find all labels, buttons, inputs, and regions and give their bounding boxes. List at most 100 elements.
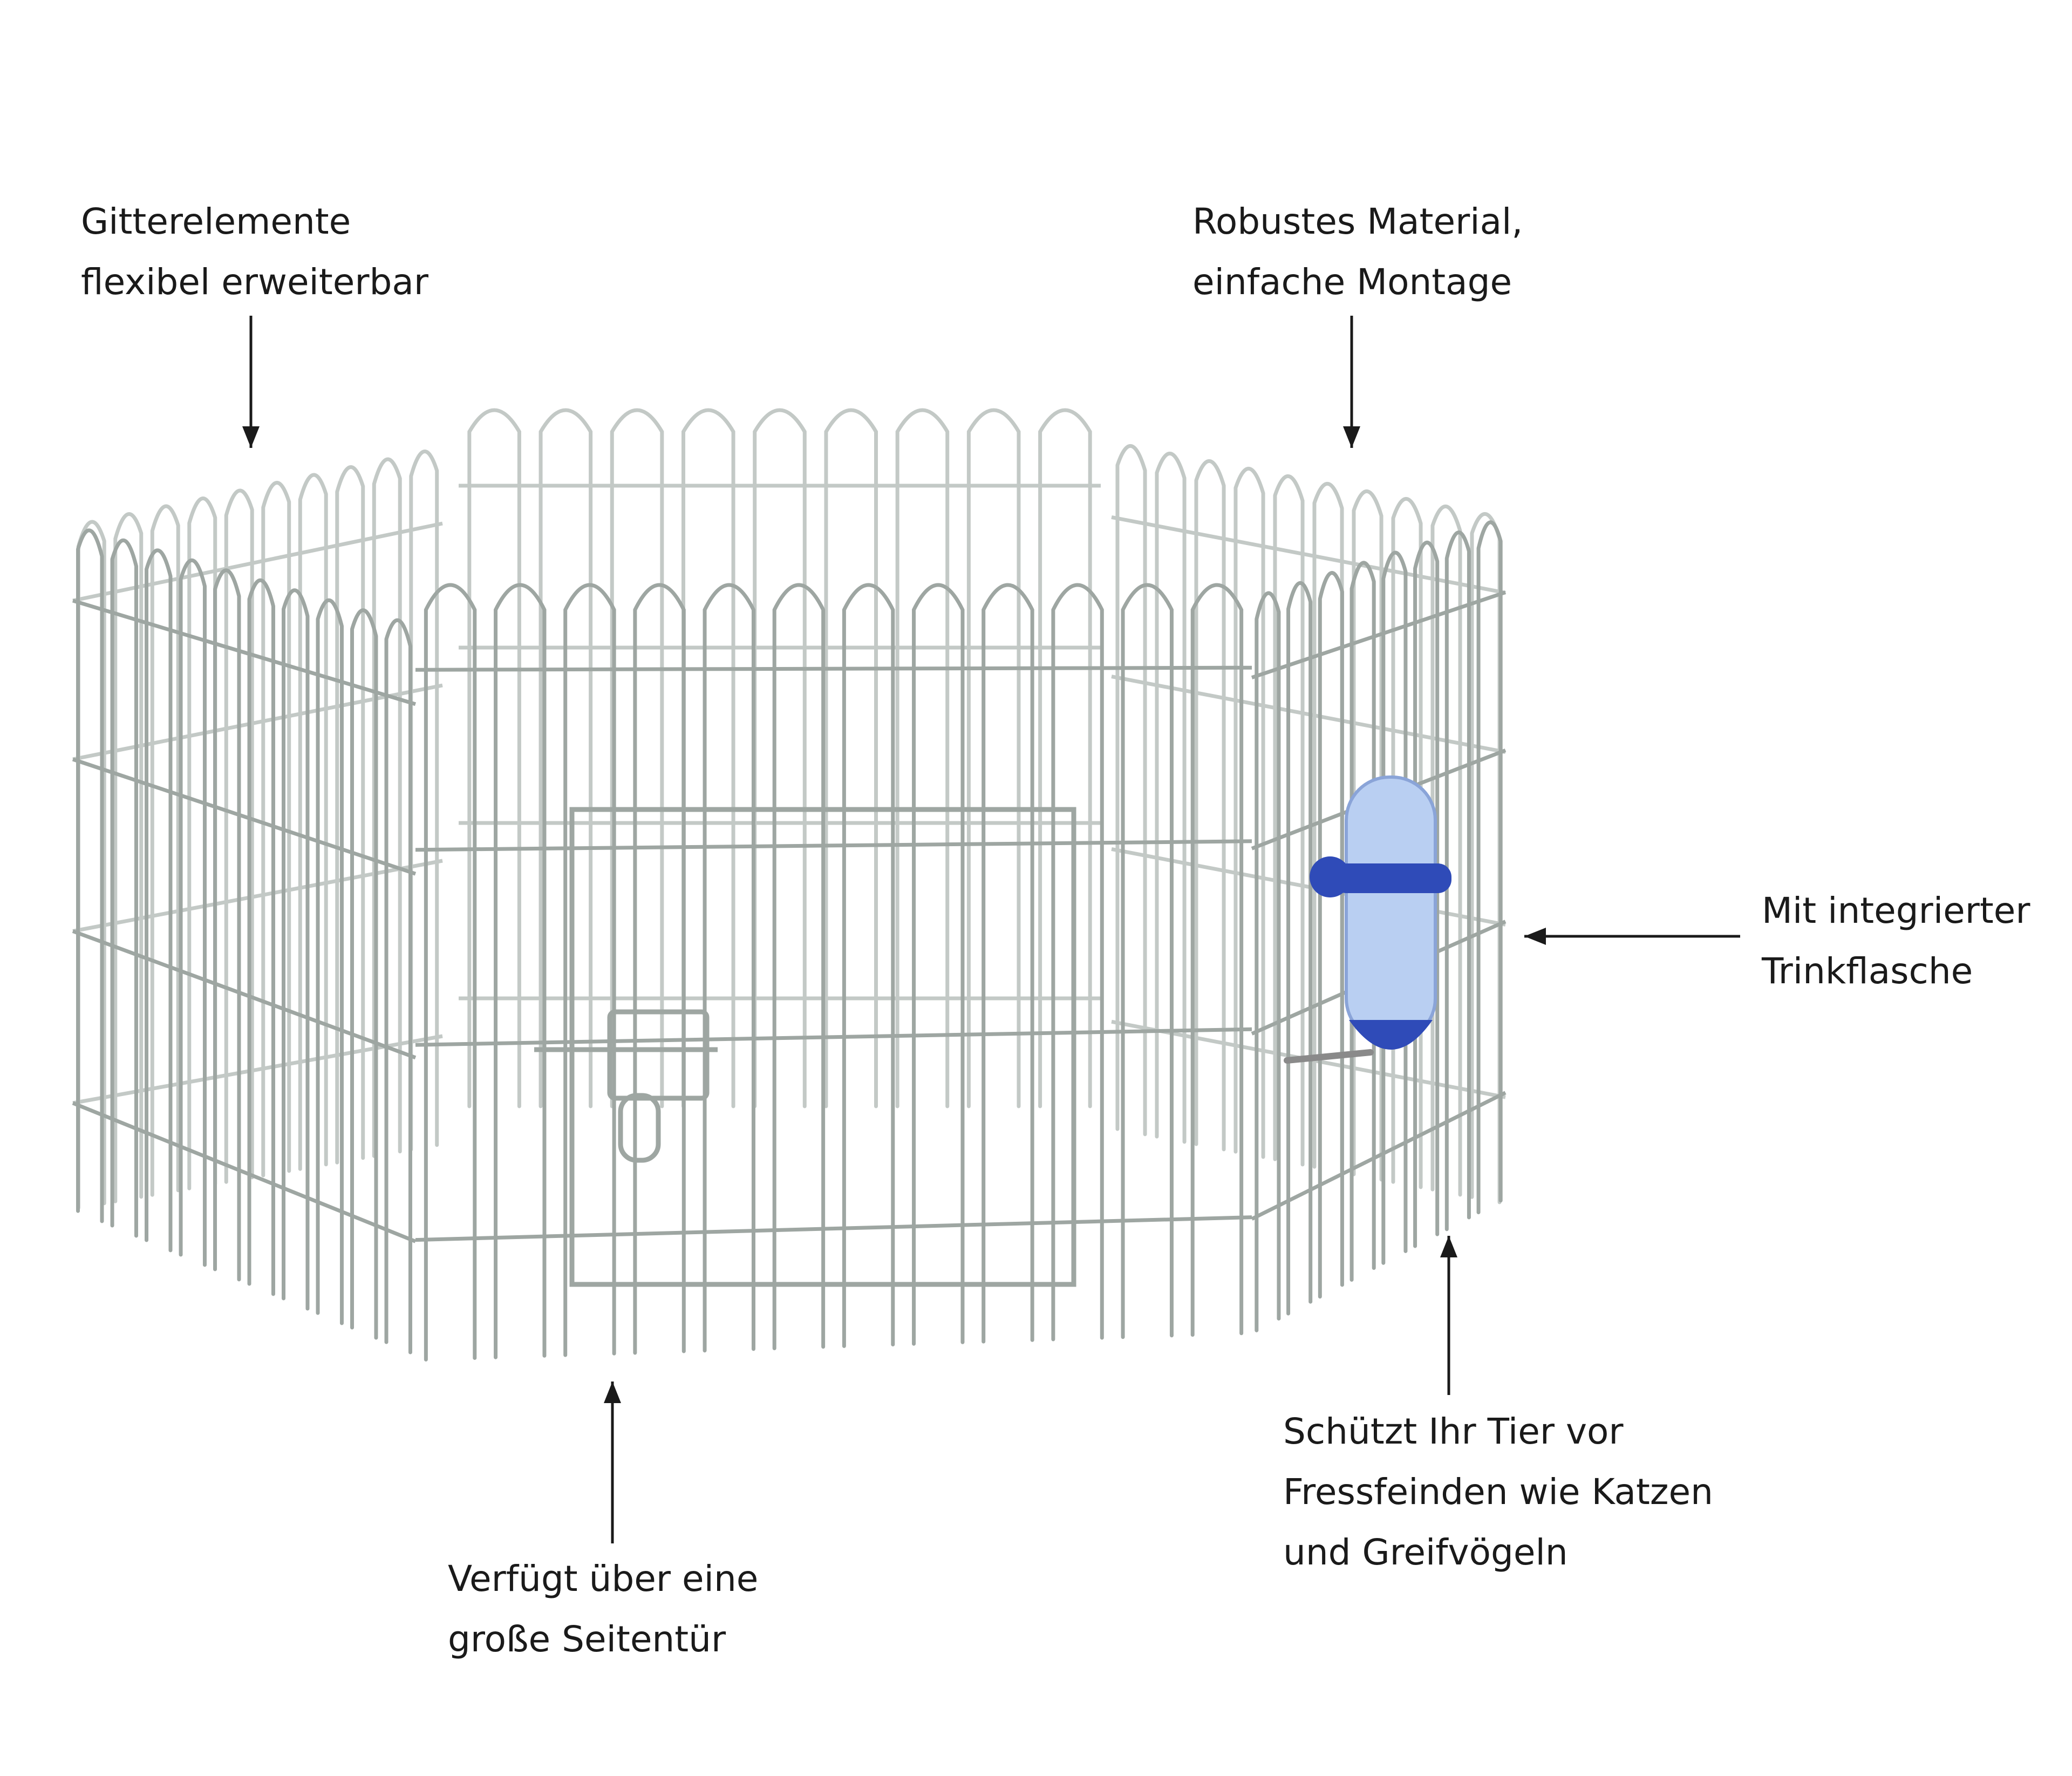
- wire-enclosure: [72, 408, 1507, 1362]
- wire-loop: [1318, 571, 1344, 1299]
- annotation-door-line2: große Seitentür: [448, 1618, 726, 1660]
- wire-loop: [772, 583, 826, 1351]
- wire-loop: [424, 583, 477, 1362]
- annotation-bottle-line2: Trinkflasche: [1762, 950, 1973, 992]
- front-center-panel: [415, 583, 1252, 1362]
- wire-loop: [150, 504, 180, 1197]
- wire-rail: [1111, 675, 1506, 754]
- wire-loop: [298, 473, 328, 1171]
- wire-rail: [415, 1027, 1252, 1047]
- wire-loop: [753, 408, 807, 1108]
- wire-loop: [113, 512, 144, 1203]
- wire-loop: [467, 408, 521, 1108]
- wire-loop: [1115, 444, 1147, 1137]
- wire-loop: [372, 457, 402, 1158]
- wire-loop: [335, 465, 365, 1165]
- wire-loop: [912, 583, 965, 1346]
- wire-loop: [1233, 467, 1265, 1159]
- wire-loop: [261, 481, 291, 1178]
- wire-loop: [350, 608, 378, 1340]
- wire-loop: [1391, 497, 1423, 1189]
- arrow-icon: [1343, 426, 1360, 448]
- wire-rail: [415, 1215, 1252, 1242]
- wire-rail: [1111, 515, 1506, 595]
- wire-loop: [966, 408, 1021, 1108]
- wire-loop: [1476, 520, 1503, 1215]
- wire-rail: [72, 1101, 417, 1243]
- door-latch: [607, 1009, 710, 1101]
- door-frame: [569, 807, 1076, 1287]
- wire-loop: [247, 579, 275, 1296]
- wire-loop: [187, 496, 217, 1190]
- arrow-icon: [604, 1382, 621, 1403]
- annotation-protect-line1: Schützt Ihr Tier vor: [1283, 1411, 1624, 1452]
- arrow-icon: [1440, 1236, 1457, 1257]
- wire-loop: [1155, 452, 1187, 1144]
- wire-loop: [384, 618, 412, 1355]
- annotation-side-door: Verfügt über eine große Seitentür: [448, 1549, 758, 1670]
- wire-loop: [224, 488, 254, 1184]
- wire-loop: [316, 598, 344, 1325]
- door-handle: [618, 1093, 661, 1163]
- wire-loop: [703, 583, 755, 1353]
- wire-loop: [1430, 505, 1462, 1197]
- arrow-robust-material: [1343, 316, 1360, 448]
- bottle-clip: [1310, 856, 1351, 897]
- back-right-panel: [1111, 444, 1506, 1205]
- wire-loop: [842, 583, 895, 1348]
- wire-loop: [1349, 561, 1376, 1282]
- wire-loop: [213, 568, 241, 1282]
- wire-rail: [72, 929, 417, 1060]
- water-bottle-icon: [1284, 775, 1451, 1064]
- wire-loop: [179, 559, 207, 1267]
- front-right-panel: [1251, 520, 1507, 1332]
- arrow-icon: [1524, 928, 1546, 945]
- wire-loop: [1381, 550, 1408, 1265]
- arrow-side-door: [604, 1382, 621, 1543]
- annotation-arrows: [242, 316, 1740, 1543]
- annotation-grid-line2: flexibel erweiterbar: [81, 261, 428, 303]
- annotation-water-bottle: Mit integrierter Trinkflasche: [1762, 881, 2030, 1002]
- annotation-protect-line3: und Greifvögeln: [1283, 1532, 1568, 1573]
- wire-loop: [409, 450, 439, 1152]
- wire-loop: [610, 408, 664, 1108]
- wire-loop: [76, 528, 104, 1223]
- wire-loop: [1444, 530, 1471, 1231]
- wire-rail: [1111, 847, 1506, 927]
- wire-loop: [1352, 489, 1383, 1182]
- bottle-nozzle: [1284, 1049, 1374, 1064]
- wire-loop: [1190, 583, 1244, 1337]
- wire-rail: [415, 665, 1252, 672]
- wire-loop: [145, 548, 173, 1253]
- annotation-material-line1: Robustes Material,: [1192, 201, 1523, 242]
- wire-loop: [895, 408, 950, 1108]
- wire-loop: [1413, 541, 1440, 1248]
- wire-rail: [1251, 590, 1507, 679]
- wire-rail: [1251, 1091, 1507, 1221]
- wire-loop: [1038, 408, 1092, 1108]
- annotation-door-line1: Verfügt über eine: [448, 1558, 759, 1600]
- annotation-protect-line2: Fressfeinden wie Katzen: [1283, 1471, 1713, 1513]
- wire-rail: [72, 757, 417, 876]
- wire-loop: [563, 583, 616, 1357]
- arrow-grid-elements: [242, 316, 260, 448]
- annotation-robust-material: Robustes Material, einfache Montage: [1192, 192, 1523, 312]
- wire-loop: [1286, 581, 1313, 1316]
- annotation-bottle-line1: Mit integrierter: [1762, 890, 2030, 931]
- wire-rail: [72, 598, 417, 706]
- wire-loop: [982, 583, 1034, 1344]
- wire-loop: [1121, 583, 1174, 1339]
- arrow-predator-protection: [1440, 1236, 1457, 1395]
- wire-loop: [1312, 482, 1344, 1174]
- bottle-cap: [1349, 1020, 1433, 1050]
- wire-loop: [824, 408, 878, 1108]
- wire-loop: [1255, 591, 1281, 1332]
- back-center-panel: [459, 408, 1101, 1108]
- bottle-body: [1345, 775, 1437, 1043]
- arrow-icon: [242, 426, 260, 448]
- wire-loop: [1194, 459, 1226, 1152]
- bottle-strap: [1333, 863, 1451, 893]
- wire-loop: [110, 539, 138, 1238]
- front-left-panel: [72, 528, 417, 1355]
